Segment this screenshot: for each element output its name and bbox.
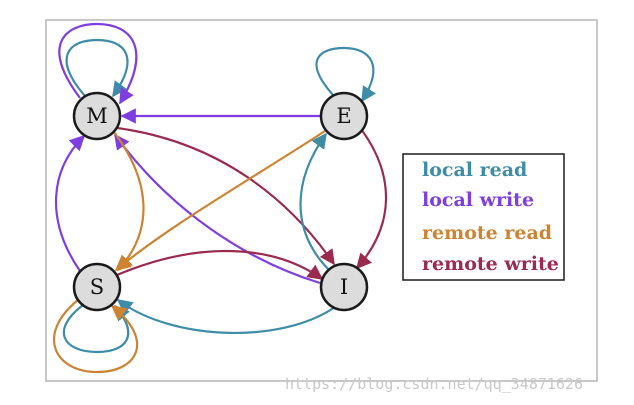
edge-e-to-s-remote-read (114, 130, 326, 271)
legend: local read local write remote read remot… (402, 153, 565, 281)
state-node-m: M (72, 91, 122, 141)
state-label-m: M (86, 104, 108, 128)
edge-m-to-m-local-read (65, 38, 129, 98)
legend-remote-write: remote write (422, 253, 559, 275)
state-node-i: I (319, 262, 369, 312)
legend-box (402, 153, 565, 281)
transition-edges (52, 22, 388, 374)
state-label-s: S (90, 275, 104, 299)
legend-local-write: local write (422, 189, 534, 211)
legend-local-read: local read (422, 159, 527, 181)
edge-s-to-m-local-write (54, 134, 86, 272)
watermark-text: https://blog.csdn.net/qq_34871626 (285, 375, 583, 393)
state-circle-e (319, 91, 369, 141)
edge-s-to-s-local-read (62, 304, 130, 354)
edge-m-to-i-remote-write (116, 126, 335, 266)
edge-s-to-i-remote-write (116, 249, 324, 280)
state-label-i: I (340, 275, 348, 299)
edge-e-to-i-remote-write (355, 128, 388, 270)
edge-i-to-e-local-read (299, 132, 330, 271)
state-circle-m (72, 91, 122, 141)
legend-remote-read: remote read (422, 222, 552, 244)
edge-i-to-m-local-write (114, 133, 321, 285)
edge-i-to-s-local-read (116, 299, 336, 334)
state-node-e: E (319, 91, 369, 141)
state-circle-i (319, 262, 369, 312)
state-label-e: E (336, 104, 351, 128)
state-circle-s (72, 262, 122, 312)
edge-e-to-e-local-read (315, 46, 376, 103)
edge-m-to-m-local-write (58, 22, 138, 105)
state-node-s: S (72, 262, 122, 312)
edge-s-to-s-remote-read (52, 299, 139, 374)
